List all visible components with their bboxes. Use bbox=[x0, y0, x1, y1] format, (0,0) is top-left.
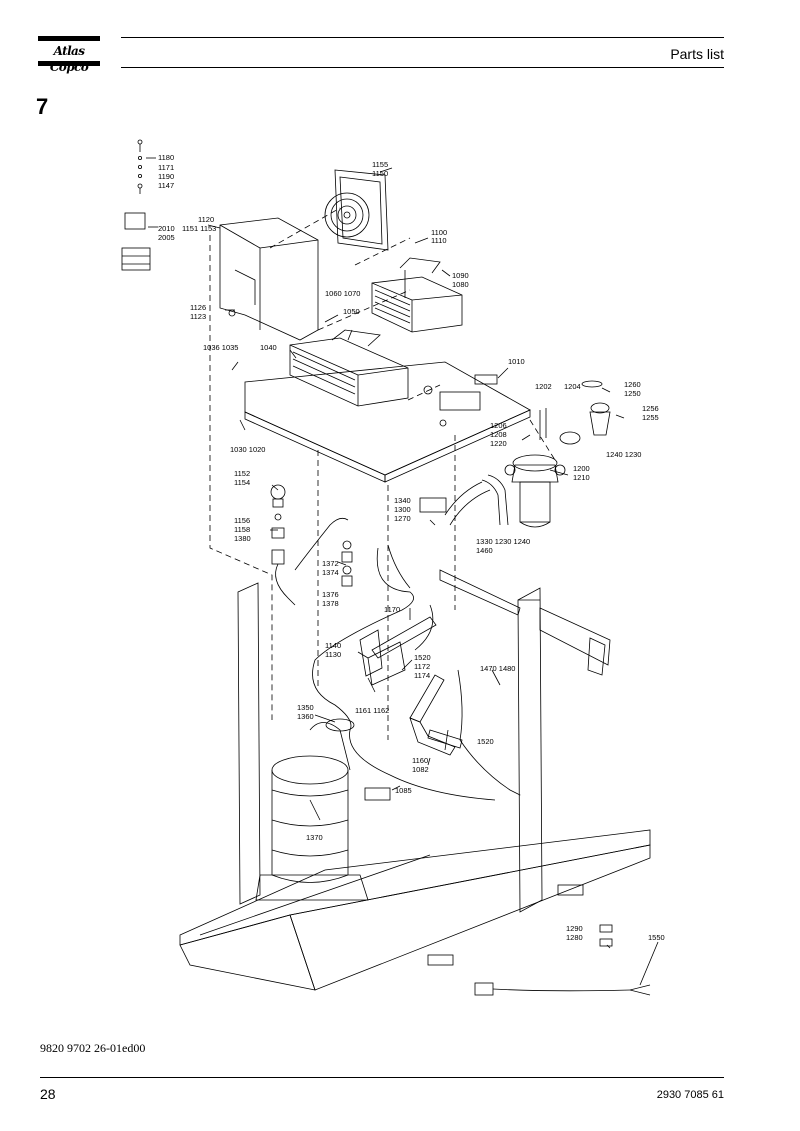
callout-1147: 1147 bbox=[158, 181, 174, 190]
callout-1150: 1150 bbox=[372, 169, 388, 178]
callout-1250: 1250 bbox=[624, 389, 641, 398]
callout-1030-1020: 1030 1020 bbox=[230, 445, 265, 454]
callout-1110: 1110 bbox=[431, 236, 447, 245]
callout-1360: 1360 bbox=[297, 712, 314, 721]
callout-1040: 1040 bbox=[260, 343, 277, 352]
callout-1161-1162: 1161 1162 bbox=[355, 706, 389, 715]
section-number: 7 bbox=[36, 94, 49, 119]
callout-1372: 1372 bbox=[322, 559, 339, 568]
callout-1260: 1260 bbox=[624, 380, 641, 389]
callout-1152: 1152 bbox=[234, 469, 250, 478]
callout-1255: 1255 bbox=[642, 413, 659, 422]
page-number: 28 bbox=[40, 1086, 56, 1102]
callout-1170: 1170 bbox=[384, 605, 400, 614]
callout-1520: 1520 bbox=[414, 653, 431, 662]
callout-1085: 1085 bbox=[395, 786, 412, 795]
callout-1270: 1270 bbox=[394, 514, 411, 523]
callout-2005: 2005 bbox=[158, 233, 175, 242]
callout-1204: 1204 bbox=[564, 382, 581, 391]
callout-2010: 2010 bbox=[158, 224, 175, 233]
callout-1080: 1080 bbox=[452, 280, 469, 289]
callout-1220: 1220 bbox=[490, 439, 507, 448]
callout-1154: 1154 bbox=[234, 478, 250, 487]
callout-1280: 1280 bbox=[566, 933, 583, 942]
callout-1240-1230: 1240 1230 bbox=[606, 450, 641, 459]
callout-1140: 1140 bbox=[325, 641, 341, 650]
logo-wordmark: Atlas Copco bbox=[49, 44, 89, 74]
callout-1256: 1256 bbox=[642, 404, 659, 413]
callout-1090: 1090 bbox=[452, 271, 469, 280]
callout-1171: 1171 bbox=[158, 163, 174, 172]
header-title: Parts list bbox=[670, 46, 724, 62]
footer-rule bbox=[40, 1077, 724, 1078]
callout-1155: 1155 bbox=[372, 160, 388, 169]
callout-1126: 1126 bbox=[190, 303, 206, 312]
callout-1202: 1202 bbox=[535, 382, 552, 391]
callout-1082: 1082 bbox=[412, 765, 429, 774]
callout-1200: 1200 bbox=[573, 464, 590, 473]
callout-1010: 1010 bbox=[508, 357, 525, 366]
header-rule-bottom bbox=[121, 67, 724, 68]
callout-1520-lower: 1520 bbox=[477, 737, 494, 746]
callout-1050: 1050 bbox=[343, 307, 360, 316]
callout-1550: 1550 bbox=[648, 933, 665, 942]
callout-1172: 1172 bbox=[414, 662, 430, 671]
drawing-reference: 9820 9702 26-01ed00 bbox=[40, 1041, 146, 1055]
callout-1208: 1208 bbox=[490, 430, 507, 439]
callout-1123: 1123 bbox=[190, 312, 206, 321]
callout-1130: 1130 bbox=[325, 650, 341, 659]
callout-1180: 1180 bbox=[158, 153, 174, 162]
callout-1300: 1300 bbox=[394, 505, 411, 514]
callout-1120: 1120 bbox=[198, 215, 214, 224]
callout-1370: 1370 bbox=[306, 833, 323, 842]
callout-1350: 1350 bbox=[297, 703, 314, 712]
callout-1206: 1206 bbox=[490, 421, 507, 430]
callout-1340: 1340 bbox=[394, 496, 411, 505]
callout-1060-1070: 1060 1070 bbox=[325, 289, 360, 298]
callout-1190: 1190 bbox=[158, 172, 174, 181]
callout-1100: 1100 bbox=[431, 228, 447, 237]
callout-1470-1480: 1470 1480 bbox=[480, 664, 515, 673]
callout-1460: 1460 bbox=[476, 546, 493, 555]
document-number: 2930 7085 61 bbox=[656, 1089, 724, 1101]
callout-1158: 1158 bbox=[234, 525, 250, 534]
callout-1156: 1156 bbox=[234, 516, 250, 525]
callout-1376: 1376 bbox=[322, 590, 339, 599]
exploded-parts-drawing: 1180 1171 1190 1147 2010 2005 1120 1151 … bbox=[121, 139, 665, 996]
callout-1151-1153: 1151 1153 bbox=[182, 224, 216, 233]
callout-1160: 1160 bbox=[412, 756, 428, 765]
callout-1374: 1374 bbox=[322, 568, 339, 577]
callout-1378: 1378 bbox=[322, 599, 339, 608]
callout-1210: 1210 bbox=[573, 473, 590, 482]
header-rule-top bbox=[121, 37, 724, 38]
callout-1290: 1290 bbox=[566, 924, 583, 933]
atlas-copco-logo: Atlas Copco bbox=[38, 36, 100, 74]
logo-bar-top bbox=[38, 36, 100, 41]
callout-1036-1035: 1036 1035 bbox=[203, 343, 238, 352]
callout-1330-1230-1240: 1330 1230 1240 bbox=[476, 537, 530, 546]
callout-1380: 1380 bbox=[234, 534, 251, 543]
callout-1174: 1174 bbox=[414, 671, 430, 680]
logo-bar-bottom bbox=[38, 61, 100, 66]
